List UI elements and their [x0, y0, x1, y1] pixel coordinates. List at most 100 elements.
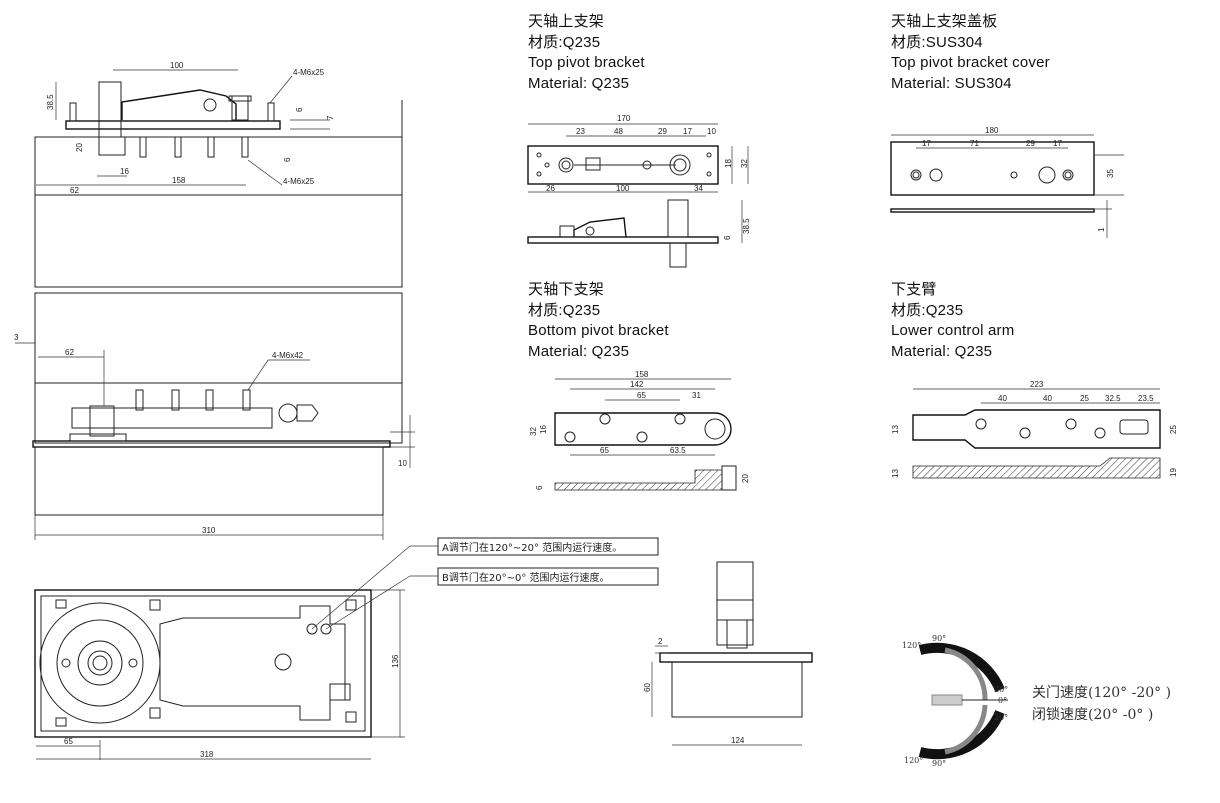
- dim-71: 71: [970, 139, 979, 148]
- angle-0: 0°: [998, 696, 1007, 705]
- closer-side-view-bottom: 310 3 62 4-M6x42 10: [14, 292, 415, 540]
- part-material-en: Material: Q235: [891, 342, 993, 360]
- dim-65-bottom: 65: [600, 446, 609, 455]
- dim-62-mid: 62: [65, 348, 74, 357]
- dim-29: 29: [1026, 139, 1035, 148]
- angle-120-bottom: 120°: [904, 756, 923, 765]
- top-pivot-bracket-cover-drawing: 180 17 71 29 17 35 1: [890, 126, 1124, 238]
- dim-32: 32: [529, 427, 538, 436]
- dim-142: 142: [630, 380, 644, 389]
- dim-34: 34: [694, 184, 703, 193]
- lower-control-arm-caption: 下支臂 材质:Q235 Lower control arm Material: …: [891, 280, 1014, 362]
- part-material-zh: 材质:Q235: [528, 301, 601, 319]
- dim-m6x25-bottom: 4-M6x25: [283, 177, 315, 186]
- part-name-zh: 下支臂: [891, 281, 937, 298]
- closer-end-view: 2 60 124: [643, 561, 813, 746]
- dim-31: 31: [692, 391, 701, 400]
- dim-223: 223: [1030, 380, 1044, 389]
- bottom-pivot-bracket-caption: 天轴下支架 材质:Q235 Bottom pivot bracket Mater…: [528, 280, 669, 362]
- dim-20: 20: [75, 143, 84, 152]
- dim-2: 2: [658, 637, 663, 646]
- dim-32: 32: [740, 159, 749, 168]
- dim-26: 26: [546, 184, 555, 193]
- dim-29: 29: [658, 127, 667, 136]
- dim-40-a: 40: [998, 394, 1007, 403]
- dim-32-5: 32.5: [1105, 394, 1121, 403]
- svg-text:B调节门在20°~0° 范围内运行速度。: B调节门在20°~0° 范围内运行速度。: [442, 571, 610, 584]
- part-material-zh: 材质:Q235: [891, 301, 964, 319]
- dim-318: 318: [200, 750, 214, 759]
- dim-100: 100: [170, 61, 184, 70]
- dim-60: 60: [643, 683, 652, 692]
- closer-side-view-top: 100 38.5 4-M6x25 6 7 20 6 16 62 158 4-M6…: [34, 61, 403, 288]
- part-name-zh: 天轴上支架盖板: [891, 13, 998, 30]
- part-material-zh: 材质:SUS304: [891, 33, 983, 51]
- dim-10: 10: [398, 459, 407, 468]
- dim-17b: 17: [1053, 139, 1062, 148]
- dim-6: 6: [723, 235, 732, 240]
- dim-35: 35: [1106, 169, 1115, 178]
- dim-m6x25-top: 4-M6x25: [293, 68, 325, 77]
- dim-65-top: 65: [637, 391, 646, 400]
- dim-7: 7: [326, 115, 335, 120]
- dim-158: 158: [172, 176, 186, 185]
- part-name-zh: 天轴下支架: [528, 281, 605, 298]
- dim-20: 20: [741, 474, 750, 483]
- dim-25-a: 25: [1080, 394, 1089, 403]
- part-material-zh: 材质:Q235: [528, 33, 601, 51]
- angle-90-bottom: 90°: [932, 759, 946, 768]
- bottom-pivot-bracket-drawing: 158 142 65 31 65 63.5 32 16 6 20: [529, 370, 750, 491]
- dim-6-side: 6: [283, 157, 292, 162]
- angle-120-top: 120°: [902, 641, 921, 650]
- part-material-en: Material: SUS304: [891, 74, 1012, 92]
- part-name-en: Bottom pivot bracket: [528, 322, 669, 339]
- dim-136: 136: [391, 654, 400, 668]
- dim-62: 62: [70, 186, 79, 195]
- latching-speed-label: 闭锁速度(20° -0° ): [1032, 707, 1154, 723]
- dim-180: 180: [985, 126, 999, 135]
- speed-legend: 关门速度(120° -20° ) 闭锁速度(20° -0° ): [1032, 682, 1171, 726]
- dim-25-b: 25: [1169, 425, 1178, 434]
- dim-10: 10: [707, 127, 716, 136]
- adjustment-note-a: A调节门在120°~20° 范围内运行速度。: [437, 537, 659, 556]
- dim-23: 23: [576, 127, 585, 136]
- dim-13-a: 13: [891, 425, 900, 434]
- part-name-en: Top pivot bracket: [528, 54, 645, 71]
- dim-6-top: 6: [295, 107, 304, 112]
- part-name-en: Lower control arm: [891, 322, 1015, 339]
- top-pivot-bracket-drawing: 170 23 48 29 17 10 26 100 34 18 32 6 38.…: [527, 114, 751, 268]
- dim-16: 16: [120, 167, 129, 176]
- dim-124: 124: [731, 736, 745, 745]
- top-pivot-bracket-caption: 天轴上支架 材质:Q235 Top pivot bracket Material…: [528, 12, 645, 94]
- dim-23-5: 23.5: [1138, 394, 1154, 403]
- dim-17: 17: [683, 127, 692, 136]
- top-pivot-bracket-cover-caption: 天轴上支架盖板 材质:SUS304 Top pivot bracket cove…: [891, 12, 1050, 94]
- closing-speed-label: 关门速度(120° -20° ): [1032, 685, 1172, 701]
- part-material-en: Material: Q235: [528, 342, 630, 360]
- dim-48: 48: [614, 127, 623, 136]
- dim-1: 1: [1097, 227, 1106, 232]
- dim-17a: 17: [922, 139, 931, 148]
- dim-6: 6: [535, 485, 544, 490]
- dim-170: 170: [617, 114, 631, 123]
- part-name-en: Top pivot bracket cover: [891, 54, 1050, 71]
- dim-18: 18: [724, 159, 733, 168]
- dim-100: 100: [616, 184, 630, 193]
- door-angle-diagram: 120° 90° 20° 0° 20° 120° 90°: [902, 634, 1008, 768]
- dim-19: 19: [1169, 468, 1178, 477]
- angle-20-top: 20°: [994, 685, 1008, 694]
- dim-40-b: 40: [1043, 394, 1052, 403]
- dim-m6x42: 4-M6x42: [272, 351, 304, 360]
- dim-3: 3: [14, 333, 19, 342]
- dim-38-5: 38.5: [46, 94, 55, 110]
- dim-38-5: 38.5: [742, 218, 751, 234]
- adjustment-note-b: B调节门在20°~0° 范围内运行速度。: [437, 567, 659, 586]
- angle-90-top: 90°: [932, 634, 946, 643]
- closer-plan-view: 65 318 136: [34, 545, 438, 760]
- dim-65: 65: [64, 737, 73, 746]
- lower-control-arm-drawing: 223 40 40 25 32.5 23.5 13 25 13 19: [891, 380, 1178, 479]
- dim-16: 16: [539, 425, 548, 434]
- angle-20-bottom: 20°: [994, 713, 1008, 722]
- dim-63-5: 63.5: [670, 446, 686, 455]
